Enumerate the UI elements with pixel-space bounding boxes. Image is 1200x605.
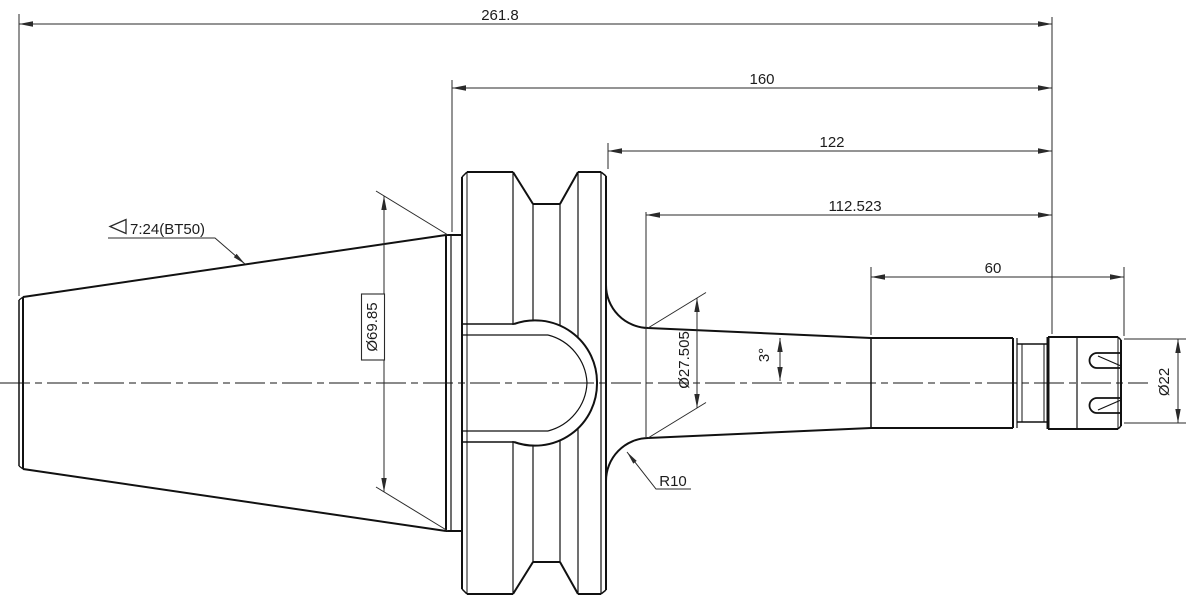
extension-lines xyxy=(18,14,1186,532)
dim-122: 122 xyxy=(608,134,1052,154)
dim-overall-length: 261.8 xyxy=(19,7,1052,27)
leader-r10: R10 xyxy=(626,451,691,490)
dim-dia-22: Ø22 xyxy=(1156,339,1181,423)
dim-angle-3: 3° xyxy=(756,338,783,381)
dia-27-505-label: Ø27.505 xyxy=(676,331,693,389)
dim-dia-27-505: Ø27.505 xyxy=(676,298,700,408)
dim-60: 60 xyxy=(871,260,1124,280)
flange xyxy=(461,171,607,595)
fillet-bottom xyxy=(605,437,649,482)
dia-69-85-box xyxy=(360,293,386,361)
dim-160: 160 xyxy=(452,71,1052,91)
leader-taper-spec: 7:24(BT50) xyxy=(108,218,246,265)
dim-60-label: 60 xyxy=(985,260,1002,277)
fillet-top xyxy=(605,284,649,329)
dim-160-label: 160 xyxy=(749,71,774,88)
angle-3-label: 3° xyxy=(756,348,773,362)
nut-slot-bottom xyxy=(1088,397,1121,414)
r10-label: R10 xyxy=(659,473,687,490)
dim-122-label: 122 xyxy=(819,134,844,151)
cylinder-section xyxy=(871,337,1048,429)
part-outline xyxy=(18,171,1122,595)
taper-symbol-icon xyxy=(108,218,127,235)
taper-shank xyxy=(18,234,462,532)
nut-slot-top xyxy=(1088,352,1121,369)
overall-length-label: 261.8 xyxy=(481,7,519,24)
dim-112-523: 112.523 xyxy=(646,198,1052,218)
dia-69-85-label: Ø69.85 xyxy=(364,302,381,351)
collet-nut xyxy=(1046,336,1122,430)
dim-dia-69-85: Ø69.85 xyxy=(360,196,387,492)
dome-outer-arc xyxy=(513,319,599,447)
dim-112-523-label: 112.523 xyxy=(828,198,881,215)
dia-22-label: Ø22 xyxy=(1156,368,1173,396)
neck-cone xyxy=(605,284,872,482)
taper-spec-label: 7:24(BT50) xyxy=(130,221,205,238)
dome-inner-arc xyxy=(547,334,588,432)
